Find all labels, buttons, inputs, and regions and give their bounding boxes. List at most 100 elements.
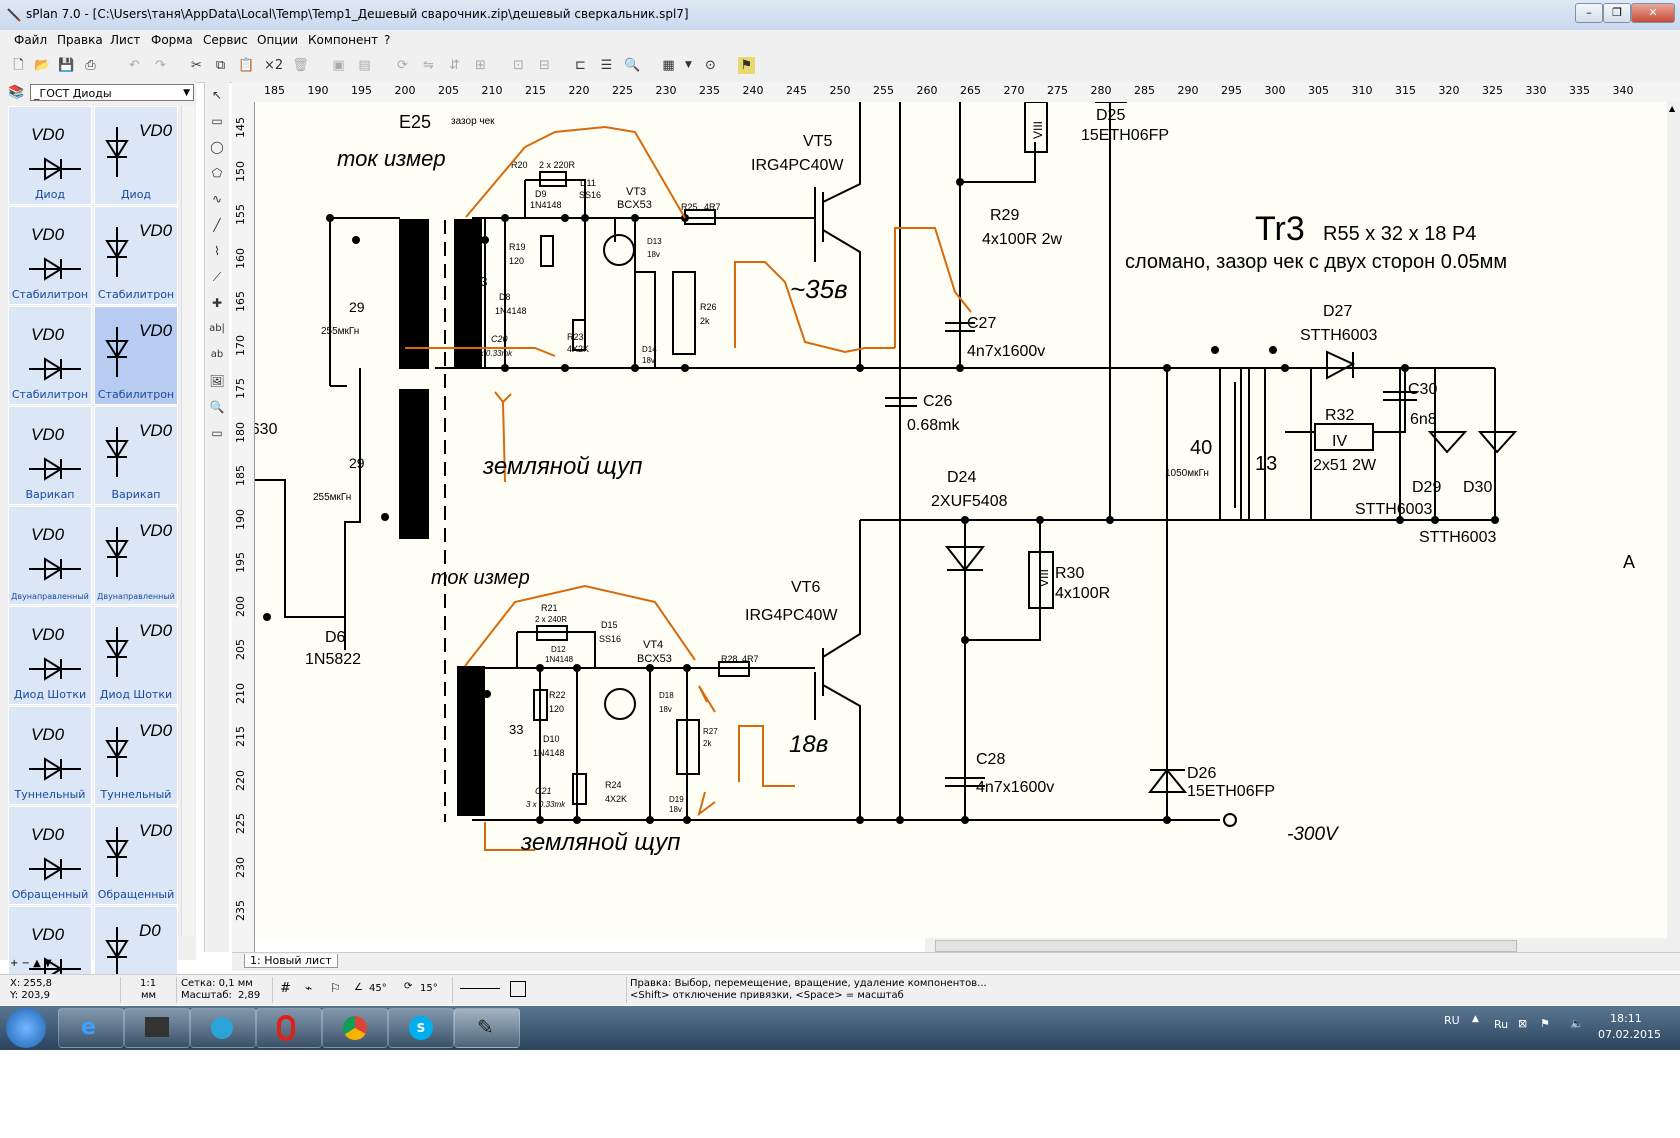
- bring-front-icon[interactable]: ▣: [332, 58, 345, 73]
- line-style-preview[interactable]: [460, 988, 500, 989]
- line-tool-icon[interactable]: ╱: [213, 218, 221, 232]
- menu-form[interactable]: Форма: [151, 33, 193, 47]
- menu-service[interactable]: Сервис: [203, 33, 248, 47]
- taskbar-splan-icon[interactable]: ✎: [454, 1008, 520, 1048]
- undo-icon[interactable]: ↶: [129, 58, 140, 73]
- taskbar-skype-icon[interactable]: S: [388, 1008, 454, 1048]
- sheet-tab[interactable]: 1: Новый лист: [244, 954, 338, 968]
- bezier-tool-icon[interactable]: ∿: [211, 192, 223, 206]
- open-folder-icon[interactable]: 📂: [34, 58, 51, 73]
- paste-icon[interactable]: 📋: [238, 58, 255, 73]
- vertical-scrollbar[interactable]: ▲: [1667, 102, 1680, 938]
- cut-icon[interactable]: ✂: [191, 58, 202, 73]
- chevron-down-icon[interactable]: ▼: [685, 60, 692, 70]
- zoom-tool-icon[interactable]: 🔍: [209, 400, 225, 414]
- minimize-button[interactable]: –: [1575, 3, 1603, 23]
- grid-icon[interactable]: ▦: [662, 58, 675, 73]
- redo-icon[interactable]: ↷: [155, 58, 166, 73]
- close-button[interactable]: ✕: [1631, 3, 1675, 23]
- image-tool-icon[interactable]: 🖼: [209, 374, 225, 388]
- tray-lang[interactable]: RU: [1444, 1014, 1460, 1027]
- scroll-up-icon[interactable]: ▲: [1669, 104, 1676, 113]
- delete-icon[interactable]: 🗑: [292, 58, 309, 73]
- copy-icon[interactable]: ⧉: [215, 58, 226, 73]
- angle-15[interactable]: 15°: [420, 983, 438, 994]
- tray-network-icon[interactable]: ⊠: [1518, 1017, 1528, 1030]
- textbox-tool-icon[interactable]: ab: [210, 349, 224, 360]
- highlight-icon[interactable]: ⚑: [738, 57, 755, 74]
- mirror-h-icon[interactable]: ⇋: [423, 58, 434, 73]
- wire-tool-icon[interactable]: ⟋: [212, 270, 222, 284]
- mirror-v-icon[interactable]: ⇵: [449, 58, 460, 73]
- taskbar-chrome-icon[interactable]: [322, 1008, 388, 1048]
- grid-toggle-icon[interactable]: #: [280, 981, 291, 996]
- library-select[interactable]: _ГОСТ Диоды ▼: [30, 84, 194, 101]
- ungroup-icon[interactable]: ⊟: [539, 58, 550, 73]
- text-tool-icon[interactable]: ab|: [209, 323, 225, 334]
- tray-arrow-icon[interactable]: ▲: [1472, 1014, 1479, 1024]
- new-file-icon[interactable]: 🗋: [13, 58, 24, 73]
- library-scrollbar[interactable]: [181, 106, 195, 936]
- tray-time[interactable]: 18:11: [1610, 1012, 1642, 1025]
- tray-volume-icon[interactable]: 🔈: [1570, 1017, 1584, 1030]
- start-button[interactable]: [6, 1008, 46, 1048]
- drawing-canvas[interactable]: E25 зазор чек VT5 IRG4PC40W VT3 BCX53 R2…: [255, 102, 1668, 938]
- search-icon[interactable]: 🔍: [624, 58, 641, 73]
- menu-sheet[interactable]: Лист: [110, 33, 141, 47]
- menu-edit[interactable]: Правка: [57, 33, 103, 47]
- horizontal-scrollbar[interactable]: [925, 938, 1680, 952]
- ellipse-tool-icon[interactable]: ◯: [210, 140, 224, 154]
- menu-options[interactable]: Опции: [257, 33, 299, 47]
- rotate-angle-icon[interactable]: ⟳: [404, 981, 413, 992]
- zoom-fit-icon[interactable]: ⊙: [705, 58, 716, 73]
- list-icon[interactable]: ☰: [600, 58, 613, 73]
- angle-45[interactable]: 45°: [369, 983, 387, 994]
- menu-help[interactable]: ?: [384, 33, 391, 47]
- print-icon[interactable]: ⎙: [85, 58, 96, 73]
- junction-tool-icon[interactable]: ✚: [211, 296, 223, 310]
- snap-icon[interactable]: ⌁: [305, 981, 313, 995]
- flag-icon[interactable]: ⚐: [330, 981, 341, 995]
- menu-file[interactable]: Файл: [14, 33, 48, 47]
- polygon-tool-icon[interactable]: ⬠: [211, 166, 223, 180]
- align-icon[interactable]: ⊞: [475, 58, 486, 73]
- library-nav-icons[interactable]: + − ▲ ▼: [10, 958, 52, 969]
- send-back-icon[interactable]: ▤: [358, 58, 371, 73]
- measure-tool-icon[interactable]: ▭: [211, 426, 223, 440]
- polyline-tool-icon[interactable]: ⌇: [214, 244, 220, 258]
- tray-flag-icon[interactable]: ⚑: [1540, 1017, 1550, 1030]
- horizontal-scroll-thumb[interactable]: [935, 940, 1517, 952]
- taskbar-opera-icon[interactable]: [256, 1008, 322, 1048]
- angle-icon[interactable]: ∠: [354, 982, 363, 993]
- tray-lang-indicator[interactable]: Ru: [1494, 1018, 1509, 1031]
- rotate-icon[interactable]: ⟳: [397, 58, 408, 73]
- fill-style-preview[interactable]: [510, 981, 526, 997]
- duplicate-x2-icon[interactable]: ×2: [264, 58, 284, 73]
- save-icon[interactable]: 💾: [58, 58, 75, 73]
- taskbar-media-player-icon[interactable]: [190, 1008, 256, 1048]
- maximize-button[interactable]: ❐: [1603, 3, 1631, 23]
- taskbar-explorer-icon[interactable]: [124, 1008, 190, 1048]
- rectangle-tool-icon[interactable]: ▭: [211, 114, 223, 128]
- menu-component[interactable]: Компонент: [308, 33, 379, 47]
- group-icon[interactable]: ⊡: [513, 58, 524, 73]
- select-arrow-icon[interactable]: ↖: [211, 88, 223, 102]
- taskbar-ie-icon[interactable]: e: [58, 1008, 124, 1048]
- tray-date[interactable]: 07.02.2015: [1598, 1028, 1661, 1041]
